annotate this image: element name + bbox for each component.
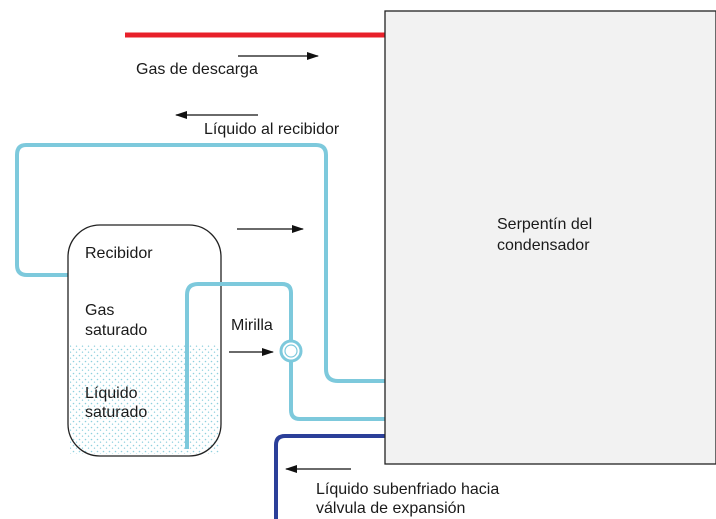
- receiver-tank: [67, 224, 222, 457]
- sight-glass: [279, 339, 303, 363]
- receiver-outlet-line: [185, 282, 293, 449]
- receiver-label: Recibidor: [85, 245, 153, 262]
- condenser-coil-label-line-1: Serpentín del: [497, 216, 593, 233]
- condenser-coil-label: Serpentín del condensador: [497, 214, 592, 256]
- liquid-to-receiver-label: Líquido al recibidor: [204, 121, 340, 138]
- sight-glass-inner: [284, 344, 298, 358]
- saturated-liquid-label: Líquido saturado: [85, 384, 147, 422]
- discharge-gas-label: Gas de descarga: [136, 61, 258, 78]
- subcooled-liquid-label-line-2: válvula de expansión: [316, 500, 466, 517]
- subcooled-liquid-label: Líquido subenfriado hacia válvula de exp…: [316, 480, 499, 518]
- saturated-gas-label: Gas saturado: [85, 301, 147, 341]
- saturated-liquid-label-line-2: saturado: [85, 404, 148, 421]
- subcooled-liquid-line: [274, 434, 385, 519]
- saturated-liquid-label-line-1: Líquido: [85, 385, 138, 402]
- saturated-gas-label-line-1: Gas: [85, 302, 115, 319]
- condenser-coil-label-line-2: condensador: [497, 237, 590, 254]
- receiver-liquid-fill: [70, 345, 219, 454]
- sight-glass-to-condenser-line: [289, 361, 385, 421]
- saturated-gas-label-line-2: saturado: [85, 322, 148, 339]
- liquid-to-receiver-line: [15, 143, 385, 383]
- sight-glass-label: Mirilla: [231, 317, 273, 334]
- condenser-coil: [384, 10, 716, 465]
- subcooled-liquid-label-line-1: Líquido subenfriado hacia: [316, 481, 500, 498]
